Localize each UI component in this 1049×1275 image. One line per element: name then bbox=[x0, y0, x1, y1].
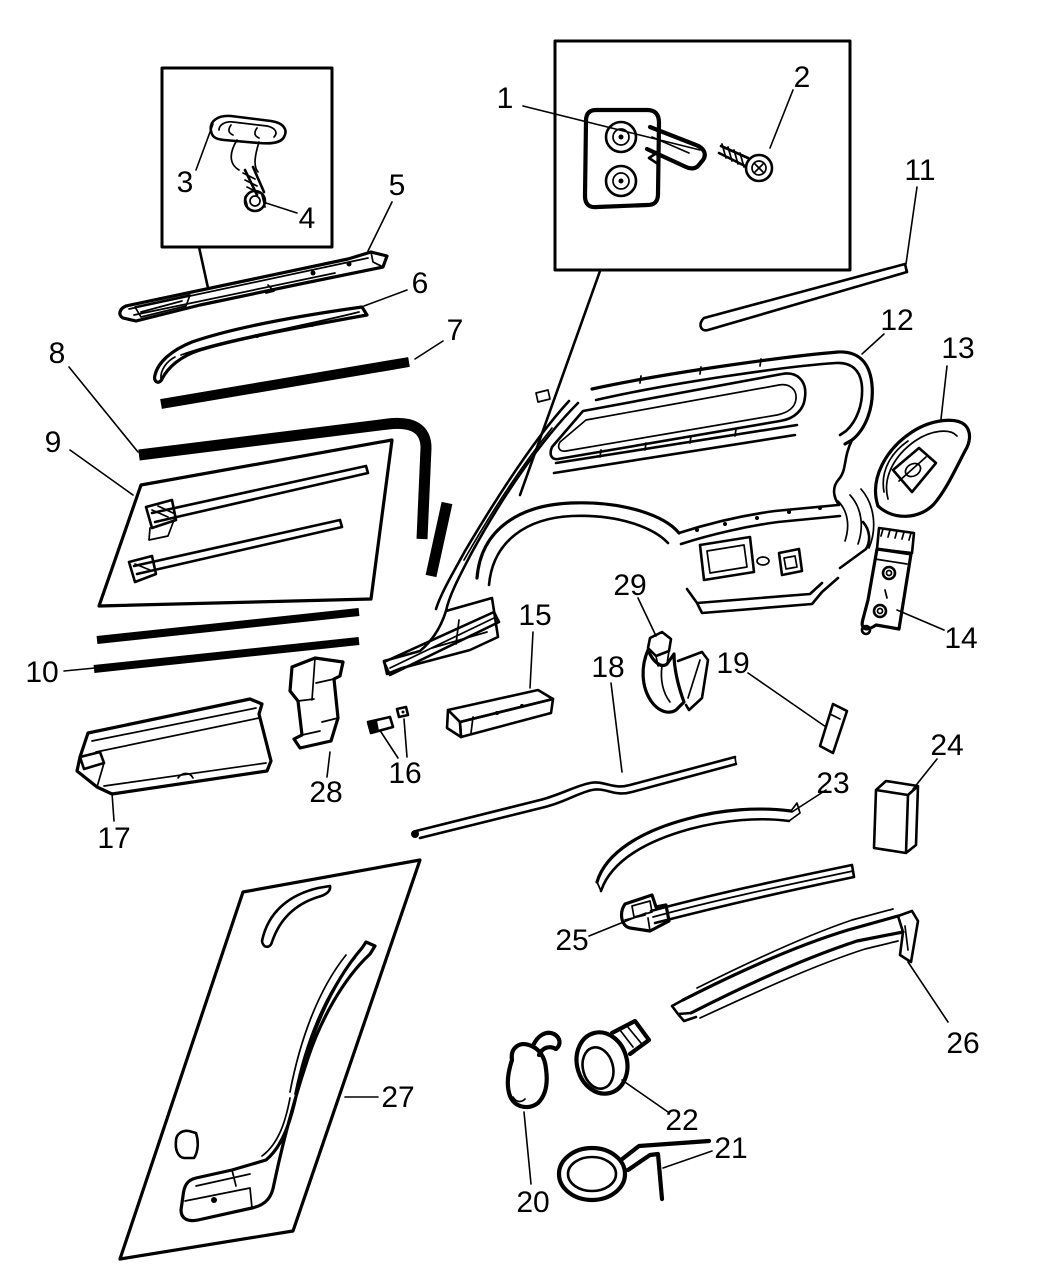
callout-label-28: 28 bbox=[309, 776, 342, 809]
inset-connector-line-2 bbox=[518, 269, 602, 497]
callout-label-22: 22 bbox=[665, 1104, 698, 1137]
callout-label-14: 14 bbox=[944, 622, 977, 655]
callout-label-9: 9 bbox=[45, 426, 62, 459]
part-weatherstrip-bar bbox=[160, 357, 410, 409]
callout-label-21: 21 bbox=[714, 1132, 747, 1165]
callout-label-6: 6 bbox=[412, 267, 429, 300]
part-striker-plate bbox=[209, 114, 287, 173]
callout-label-7: 7 bbox=[447, 314, 464, 347]
callout-label-12: 12 bbox=[880, 304, 913, 337]
part-pillar-panel bbox=[118, 858, 422, 1261]
callout-label-26: 26 bbox=[946, 1027, 979, 1060]
part-outer-sill bbox=[670, 908, 920, 1023]
callout-leader-18 bbox=[610, 682, 623, 773]
inset-boxes-layer bbox=[160, 39, 852, 272]
callout-label-11: 11 bbox=[904, 154, 935, 187]
callout-leader-29 bbox=[637, 597, 657, 637]
part-corner-trim bbox=[873, 418, 972, 518]
callout-leader-11 bbox=[905, 186, 918, 265]
part-rail-bracket bbox=[619, 863, 856, 933]
callout-leader-16-2 bbox=[403, 718, 408, 758]
inset-box-plate bbox=[160, 66, 334, 249]
callout-leader-28 bbox=[326, 751, 331, 778]
part-striker-screw bbox=[717, 143, 774, 183]
callout-leader-20 bbox=[523, 1111, 532, 1185]
callout-label-18: 18 bbox=[591, 651, 624, 684]
callout-label-10: 10 bbox=[25, 656, 58, 689]
part-lower-strip bbox=[411, 755, 738, 840]
callout-label-29: 29 bbox=[613, 569, 646, 602]
callout-leader-23 bbox=[791, 789, 827, 813]
callout-leader-22 bbox=[621, 1079, 669, 1113]
callout-leader-4 bbox=[265, 202, 298, 214]
callout-leader-12 bbox=[861, 333, 885, 355]
callout-leader-9 bbox=[69, 449, 134, 496]
callout-leader-19 bbox=[747, 672, 827, 728]
callout-leader-13 bbox=[940, 365, 948, 420]
part-long-sill bbox=[75, 697, 273, 796]
part-channel-bracket bbox=[288, 656, 345, 750]
callout-leader-16-1 bbox=[380, 731, 399, 759]
part-curved-reinforcement bbox=[595, 802, 801, 893]
part-seal-strips bbox=[93, 608, 360, 673]
callout-leader-15 bbox=[529, 631, 534, 689]
callout-label-2: 2 bbox=[794, 61, 811, 94]
part-upper-rail bbox=[118, 250, 389, 323]
part-foam-block bbox=[872, 779, 920, 855]
inset-connector-line-1 bbox=[197, 245, 210, 290]
part-small-strip bbox=[818, 702, 849, 755]
callout-leader-1 bbox=[522, 105, 701, 151]
part-wire-clip bbox=[556, 1138, 712, 1203]
part-long-molding bbox=[699, 262, 909, 332]
callout-label-15: 15 bbox=[518, 599, 551, 632]
inset-box-striker bbox=[553, 39, 852, 272]
part-pillar-bracket bbox=[860, 526, 916, 636]
callout-leader-21 bbox=[662, 1150, 713, 1169]
part-plate-screw bbox=[242, 165, 267, 213]
part-latch-striker bbox=[582, 107, 707, 210]
part-plug-clip bbox=[505, 1030, 562, 1110]
part-curved-rail bbox=[153, 305, 369, 384]
callout-label-20: 20 bbox=[516, 1186, 549, 1219]
callout-leader-2 bbox=[769, 89, 794, 149]
connector-lines-layer bbox=[197, 245, 602, 497]
callout-leader-10 bbox=[63, 667, 96, 672]
callout-label-17: 17 bbox=[97, 822, 130, 855]
part-grommet bbox=[574, 1018, 652, 1096]
part-quarter-panel bbox=[382, 350, 875, 677]
part-surround-seal bbox=[138, 417, 453, 578]
callout-label-27: 27 bbox=[381, 1081, 414, 1114]
callout-leader-5 bbox=[367, 201, 393, 252]
part-glass-run-panel bbox=[97, 438, 394, 608]
part-sill-plate bbox=[445, 688, 555, 739]
callout-leader-25 bbox=[588, 912, 647, 937]
callout-leader-6 bbox=[363, 289, 408, 307]
callout-label-8: 8 bbox=[49, 337, 66, 370]
callout-leader-17 bbox=[111, 792, 115, 822]
callout-label-19: 19 bbox=[716, 647, 749, 680]
callout-label-5: 5 bbox=[389, 169, 406, 202]
callout-leader-24 bbox=[912, 758, 938, 790]
part-small-clips bbox=[366, 705, 410, 735]
callout-label-13: 13 bbox=[941, 332, 974, 365]
callout-leader-3 bbox=[195, 123, 214, 171]
callout-label-23: 23 bbox=[816, 767, 849, 800]
callout-label-1: 1 bbox=[497, 82, 514, 115]
callout-label-25: 25 bbox=[555, 924, 588, 957]
callout-leader-7 bbox=[414, 340, 444, 360]
callout-leader-8 bbox=[68, 366, 139, 453]
callout-label-4: 4 bbox=[299, 202, 316, 235]
callout-label-16: 16 bbox=[388, 757, 421, 790]
part-stud-bracket bbox=[641, 630, 710, 714]
callout-leader-26 bbox=[907, 961, 949, 1023]
callout-leader-14 bbox=[896, 609, 945, 631]
callout-label-24: 24 bbox=[930, 729, 963, 762]
callout-label-3: 3 bbox=[177, 166, 194, 199]
